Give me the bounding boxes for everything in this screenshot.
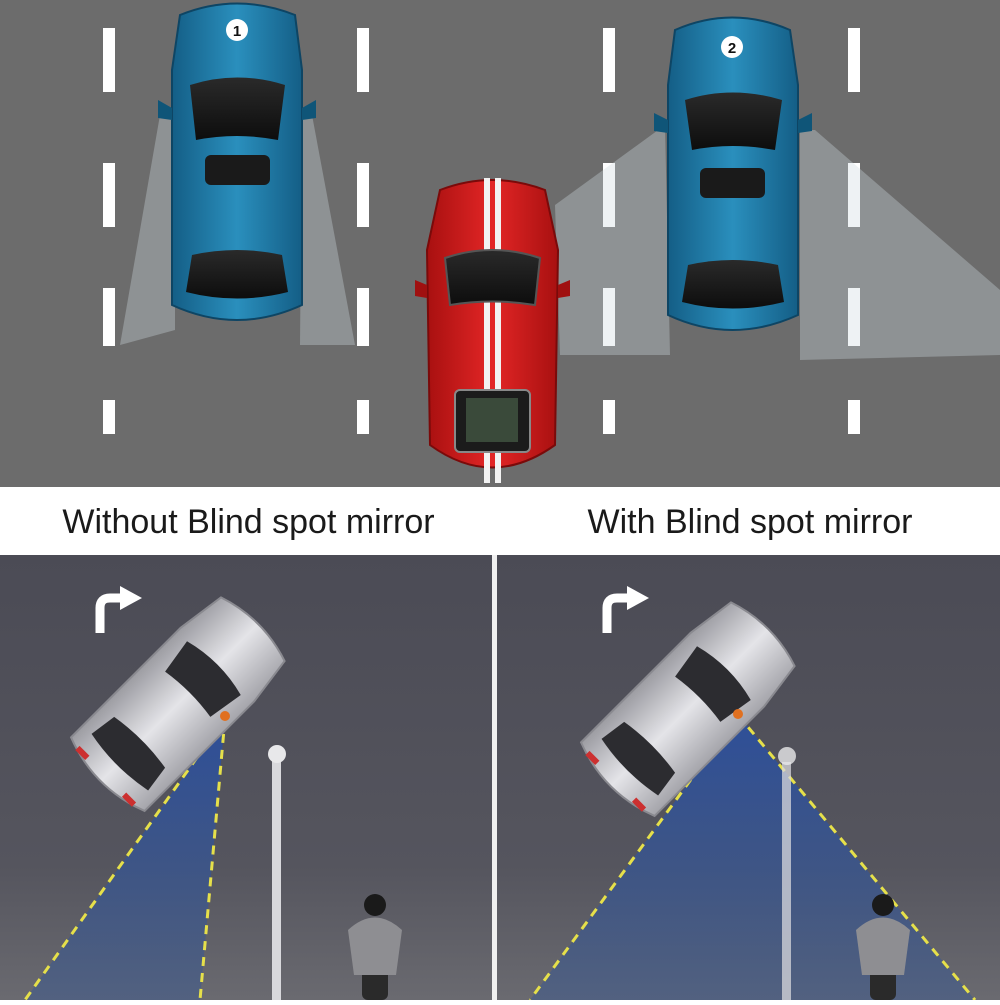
sight-line-right-inner — [736, 714, 977, 1001]
turn-right-arrow-icon — [95, 586, 142, 633]
red-sports-car — [415, 178, 570, 483]
caption-with-mirror: With Blind spot mirror — [587, 503, 913, 541]
blue-car-one: 1 — [158, 2, 316, 321]
scene-divider — [492, 555, 497, 1000]
silver-car-right — [579, 601, 796, 818]
side-mirror-right — [733, 709, 743, 719]
car-two-number: 2 — [728, 40, 736, 57]
street-lamp-icon — [268, 745, 286, 1000]
motorcyclist-icon — [856, 894, 910, 1000]
caption-without-mirror: Without Blind spot mirror — [62, 503, 435, 541]
blue-car-two: 2 — [654, 16, 812, 331]
caption-band — [0, 487, 1000, 555]
bottom-right-scene — [497, 555, 1000, 1001]
bottom-left-scene — [0, 555, 492, 1001]
car-one-number: 1 — [233, 23, 241, 40]
side-mirror-left — [220, 711, 230, 721]
mirror-view-cones — [120, 115, 1000, 360]
sight-line-left-outer — [23, 717, 227, 1001]
motorcyclist-icon — [348, 894, 402, 1000]
top-road-scene: 1 2 — [0, 0, 1000, 487]
turn-right-arrow-icon — [602, 586, 649, 633]
sight-line-right-outer — [528, 714, 740, 1001]
street-lamp-icon — [778, 747, 796, 1000]
lane-markings — [103, 28, 860, 434]
silver-car-left — [69, 596, 286, 813]
